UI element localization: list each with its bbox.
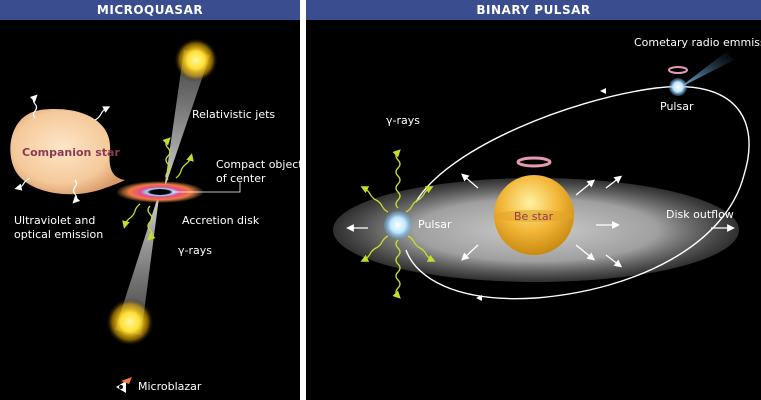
binary-pulsar-diagram [333, 52, 750, 301]
uv-emission-arrows [14, 94, 111, 204]
relativistic-jets-label: Relativistic jets [192, 108, 276, 121]
companion-star-label: Companion star [22, 146, 120, 159]
disk-outflow-label: Disk outflow [666, 208, 734, 221]
microblazar-icon [116, 377, 132, 393]
cometary-radio-emission-label: Cometary radio emmission [634, 36, 761, 49]
microquasar-header: MICROQUASAR [0, 0, 300, 20]
be-star-label: Be star [514, 210, 554, 223]
pulsar-top [669, 78, 687, 96]
pulsar-gamma-ray-arrows [360, 149, 436, 299]
microquasar-diagram [10, 38, 241, 393]
binary-pulsar-panel: BINARY PULSAR Cometary radio emmission P… [306, 0, 761, 400]
gamma-ray-arrows [122, 137, 194, 241]
uv-emission-label-line2: optical emission [14, 228, 104, 241]
compact-object-leader [172, 182, 241, 193]
gamma-rays-label: γ-rays [178, 244, 212, 257]
uv-emission-label-line1: Ultraviolet and [14, 214, 96, 227]
microquasar-panel: MICROQUASAR Companion star Relativistic … [0, 0, 300, 400]
compact-object [157, 189, 163, 195]
be-star-spin-ring [516, 156, 552, 168]
binary-gamma-rays-label: γ-rays [386, 114, 420, 127]
pulsar-left [384, 211, 412, 239]
disk-outflow-arrows [346, 173, 735, 268]
binary-pulsar-header: BINARY PULSAR [306, 0, 761, 20]
accretion-disk-label: Accretion disk [182, 214, 260, 227]
compact-object-label-line1: Compact object [216, 158, 300, 171]
jet-blob-lower [106, 298, 154, 346]
orbit-arrow-top [600, 88, 606, 94]
compact-object-label-line2: of center [216, 172, 266, 185]
cometary-tail [679, 52, 734, 88]
orbit-arrow-bottom [476, 295, 482, 301]
pulsar-top-spin-ring [668, 66, 688, 74]
relativistic-jet-upper [164, 50, 210, 190]
microblazar-label: Microblazar [138, 380, 202, 393]
pulsar-top-label: Pulsar [660, 100, 694, 113]
jet-blob-upper [174, 38, 218, 82]
pulsar-left-label: Pulsar [418, 218, 452, 231]
companion-star [10, 109, 126, 195]
pulsar-orbit [405, 85, 750, 300]
be-star-equator [494, 210, 574, 222]
